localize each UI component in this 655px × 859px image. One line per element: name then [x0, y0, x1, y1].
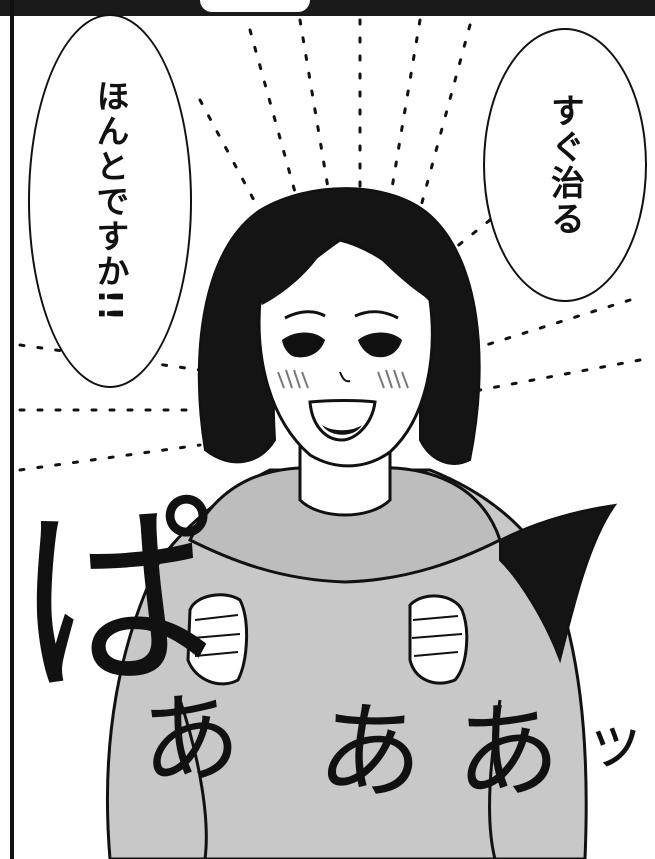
- right-fist: [408, 594, 469, 685]
- top-panel-edge: [0, 0, 655, 16]
- right-eye: [358, 332, 402, 358]
- speech-bubble-right: すぐ治る: [483, 28, 647, 302]
- face: [257, 238, 434, 468]
- panel-border: [10, 0, 647, 859]
- sfx-tsu: ッ: [585, 707, 645, 777]
- ponytail: [499, 503, 618, 664]
- bubble-right-text: すぐ治る: [544, 93, 585, 237]
- hood: [187, 466, 502, 584]
- sfx-a-1: あ: [134, 676, 246, 803]
- left-eye: [282, 332, 325, 358]
- sfx-a-2: あ: [313, 687, 428, 817]
- bubble-left-text: ほんとですか!!: [91, 78, 130, 324]
- hoodie: [105, 468, 588, 859]
- left-fist: [186, 593, 248, 686]
- mouth: [308, 399, 377, 442]
- sfx-pa: ぱ: [10, 476, 226, 723]
- speech-bubble-left: ほんとですか!!: [28, 14, 192, 388]
- sfx-a-3: あ: [451, 688, 564, 816]
